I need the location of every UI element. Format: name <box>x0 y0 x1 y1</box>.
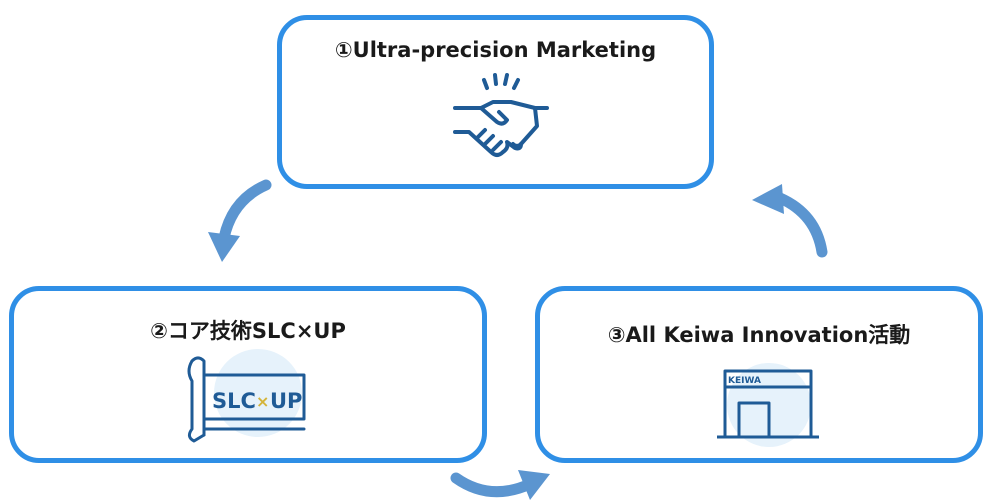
arrow-n1-to-n2 <box>208 179 272 262</box>
node-ultra-precision-marketing: ①Ultra-precision Marketing <box>277 15 714 189</box>
building-icon: KEIWA <box>717 363 819 447</box>
node-all-keiwa-innovation: ③All Keiwa Innovation活動 KEIWA <box>535 286 983 463</box>
node-title: ①Ultra-precision Marketing <box>334 38 657 62</box>
arrow-n2-to-n3 <box>450 470 550 500</box>
banner-icon: SLC × UP <box>187 349 306 443</box>
banner-text-left: SLC <box>212 389 256 413</box>
node-core-technology: ②コア技術SLC×UP SLC × UP <box>9 286 487 463</box>
banner-text-right: UP <box>270 389 302 413</box>
arrow-n3-to-n1 <box>752 184 828 258</box>
node-title: ②コア技術SLC×UP <box>150 319 346 343</box>
sign-text: KEIWA <box>728 376 761 386</box>
banner-text-mid: × <box>256 392 269 411</box>
handshake-icon <box>453 73 549 157</box>
node-title: ③All Keiwa Innovation活動 <box>607 323 911 347</box>
